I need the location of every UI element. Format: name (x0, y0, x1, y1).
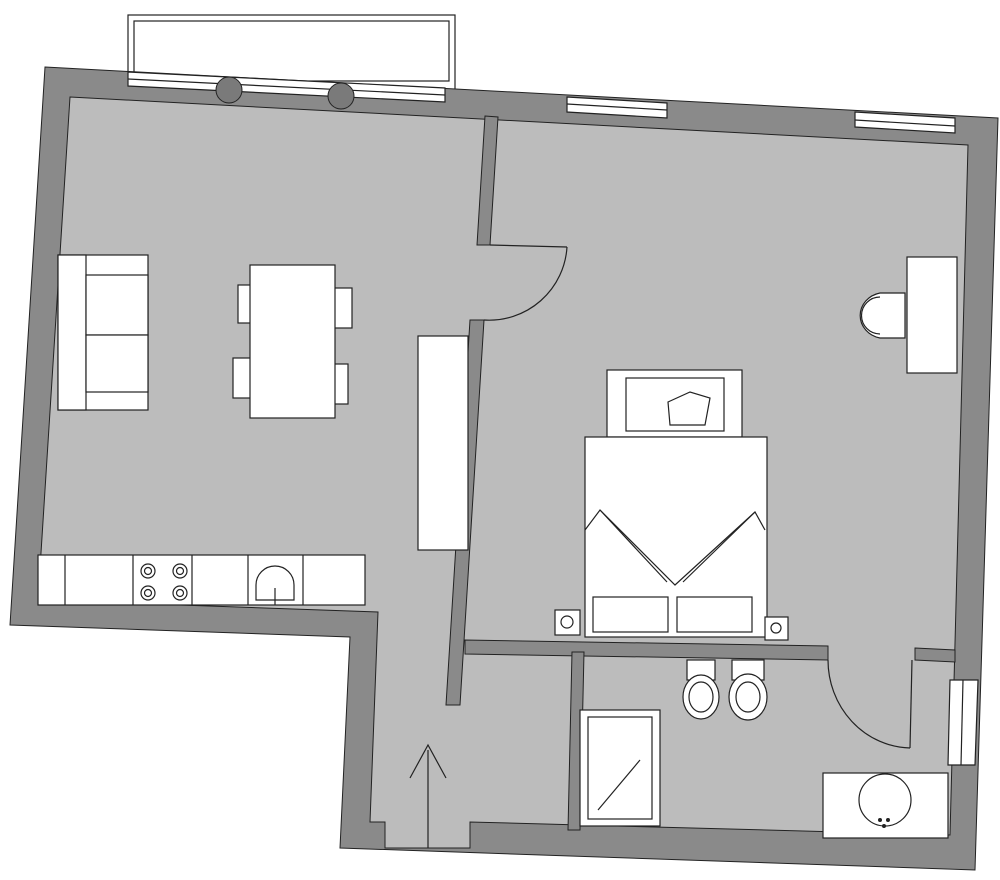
stove-burners (140, 563, 188, 601)
sofa (57, 254, 149, 411)
windows (127, 71, 979, 766)
armchair (606, 369, 743, 438)
nightstand-right (764, 616, 789, 641)
dining-table (232, 264, 353, 419)
floor (37, 96, 969, 849)
column-right (327, 82, 355, 110)
entrance-arrow-icon (409, 743, 447, 848)
washbasin (822, 772, 949, 839)
desk-chair (859, 292, 906, 339)
bathroom-door[interactable] (827, 659, 913, 749)
nightstand-left (554, 609, 581, 636)
wardrobe (417, 335, 469, 551)
bedroom-door[interactable] (483, 244, 568, 321)
bathtub (579, 709, 661, 827)
column-left (215, 76, 243, 104)
kitchen-sink (255, 565, 295, 601)
bed (584, 436, 768, 638)
toilet (682, 659, 720, 720)
bidet (728, 659, 768, 721)
kitchen-counter (37, 554, 366, 606)
desk (859, 256, 958, 374)
